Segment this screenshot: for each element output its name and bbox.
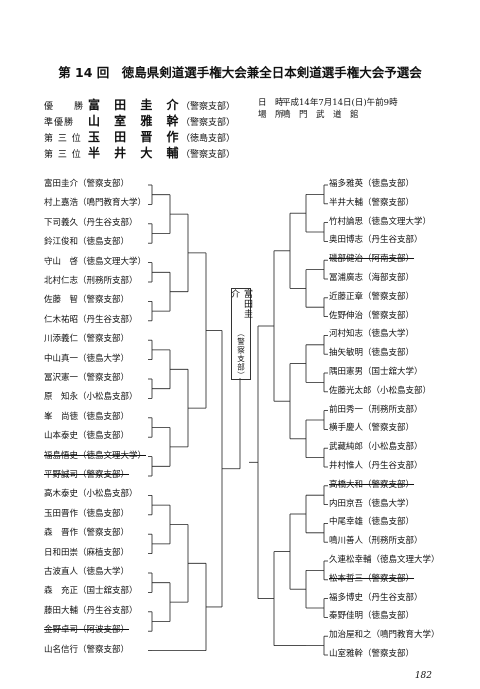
right-player-entry: 前田秀一（刑務所支部） [329, 404, 423, 415]
left-player-entry: 原 知永（小松島支部） [44, 392, 138, 403]
left-player-entry: 玉田晋作（徳島支部） [44, 508, 130, 519]
right-player-entry: 福多雅英（徳島支部） [329, 179, 415, 189]
right-player-entry: 近藤正章（警察支部） [329, 291, 415, 302]
champion-team: （警察支部） [236, 328, 246, 380]
right-player-entry: 鳴川善人（刑務所支部） [329, 536, 423, 547]
right-player-entry: 佐藤光太郎（小松島支部） [329, 385, 432, 396]
result-label: 優 勝 [44, 102, 85, 112]
right-player-entry: 竹村論思（徳島文理大学） [329, 216, 432, 227]
right-player-entry: 加治屋和之（鳴門教育大学） [329, 630, 440, 641]
right-player-entry: 佐野伸治（警察支部） [329, 310, 415, 321]
right-player-entry: 福多博史（丹生谷支部） [329, 592, 423, 603]
result-team: （警察支部） [181, 150, 236, 160]
result-team: （警察支部） [181, 118, 236, 128]
left-player-entry: 仁木祐昭（丹生谷支部） [44, 314, 138, 325]
left-player-entry: 冨沢憲一（警察支部） [44, 373, 130, 383]
result-third-1: 第 三 位玉 田 晋 作（徳島支部） [44, 131, 235, 144]
right-player-entry: 隅田憲男（国士舘大学） [329, 367, 423, 377]
info-venue: 場 所鳴 門 武 道 館 [258, 110, 359, 120]
right-player-entry: 久連松幸輔（徳島文理大学） [329, 555, 440, 565]
result-name: 富 田 圭 介 [88, 98, 184, 112]
left-player-entry: 藤田大輔（丹生谷支部） [44, 605, 138, 616]
result-name: 半 井 大 輔 [88, 146, 184, 160]
result-label: 第 三 位 [44, 150, 82, 160]
right-player-entry: 半井大輔（警察支部） [329, 197, 415, 208]
left-player-entry: 川添義仁（警察支部） [44, 334, 130, 345]
left-player-entry: 古波直人（徳島大学） [44, 567, 130, 577]
right-player-entry: 内田京吾（徳島大学） [329, 498, 415, 509]
result-team: （徳島支部） [181, 134, 236, 144]
result-runner-up: 準優勝 山 室 雅 幹（警察支部） [44, 115, 235, 128]
champion-box: 富田圭介 （警察支部） [229, 288, 252, 380]
right-player-entry: 中尾幸雄（徳島支部） [329, 517, 415, 528]
right-player-entry: 横手慶人（警察支部） [329, 423, 415, 434]
result-team: （警察支部） [181, 102, 236, 112]
right-player-entry: 冨浦廣志（海部支部） [329, 273, 415, 283]
page-number: 182 [414, 671, 432, 681]
right-player-entry: 井村惟人（丹生谷支部） [329, 461, 423, 471]
result-winner: 優 勝富 田 圭 介（警察支部） [44, 99, 235, 112]
left-player-entry: 守山 啓（徳島文理大学） [44, 256, 147, 267]
right-player-entry: 高橋大和（警察支部） [329, 479, 415, 490]
left-player-entry: 高木泰史（小松島支部） [44, 489, 138, 500]
left-player-entry: 森 晋作（警察支部） [44, 528, 130, 539]
right-player-entry: 奥田博志（丹生谷支部） [329, 235, 423, 246]
result-name: 玉 田 晋 作 [88, 130, 184, 144]
result-label: 第 三 位 [44, 134, 82, 144]
left-player-entry: 北村仁志（刑務所支部） [44, 276, 138, 286]
result-name: 山 室 雅 幹 [88, 114, 184, 128]
left-player-entry: 峯 尚徳（徳島支部） [44, 411, 130, 422]
right-player-entry: 磯部健治（阿南支部） [329, 254, 415, 265]
left-player-entry: 森 充正（国士舘支部） [44, 586, 138, 597]
right-player-entry: 松本哲三（警察支部） [329, 573, 415, 584]
left-player-entry: 村上嘉浩（鳴門教育大学） [44, 198, 147, 209]
left-player-entry: 下司義久（丹生谷支部） [44, 217, 138, 228]
right-player-entry: 山室雅幹（警察支部） [329, 649, 415, 659]
left-player-entry: 中山真一（徳島大学） [44, 353, 130, 364]
left-player-entry: 日和田崇（麻植支部） [44, 547, 130, 558]
result-label: 準優勝 [44, 118, 75, 128]
left-player-entry: 佐藤 智（警察支部） [44, 295, 130, 306]
right-player-entry: 河村知志（徳島大学） [329, 329, 415, 340]
left-player-entry: 富田圭介（警察支部） [44, 179, 130, 189]
champion-name: 富田圭介 [229, 289, 252, 319]
page-title: 第 14 回 徳島県剣道選手権大会兼全日本剣道選手権大会予選会 [58, 65, 422, 80]
result-third-2: 第 三 位半 井 大 輔（警察支部） [44, 147, 235, 160]
left-player-entry: 福島悟史（徳島文理大学） [44, 450, 147, 461]
left-player-entry: 金野卓司（阿波支部） [44, 625, 130, 636]
left-player-entry: 鈴江俊和（徳島支部） [44, 237, 130, 248]
right-player-entry: 抽矢敏明（徳島支部） [329, 348, 415, 359]
right-player-entry: 武藏純郎（小松島支部） [329, 442, 423, 453]
info-date: 日 時平成14年7月14日(日)午前9時 [258, 98, 398, 108]
left-player-entry: 平野誠司（警察支部） [44, 470, 130, 480]
left-player-entry: 山本泰史（徳島支部） [44, 431, 130, 442]
left-player-entry: 山名信行（警察支部） [44, 644, 130, 655]
right-player-entry: 秦野佳明（徳島支部） [329, 611, 415, 622]
